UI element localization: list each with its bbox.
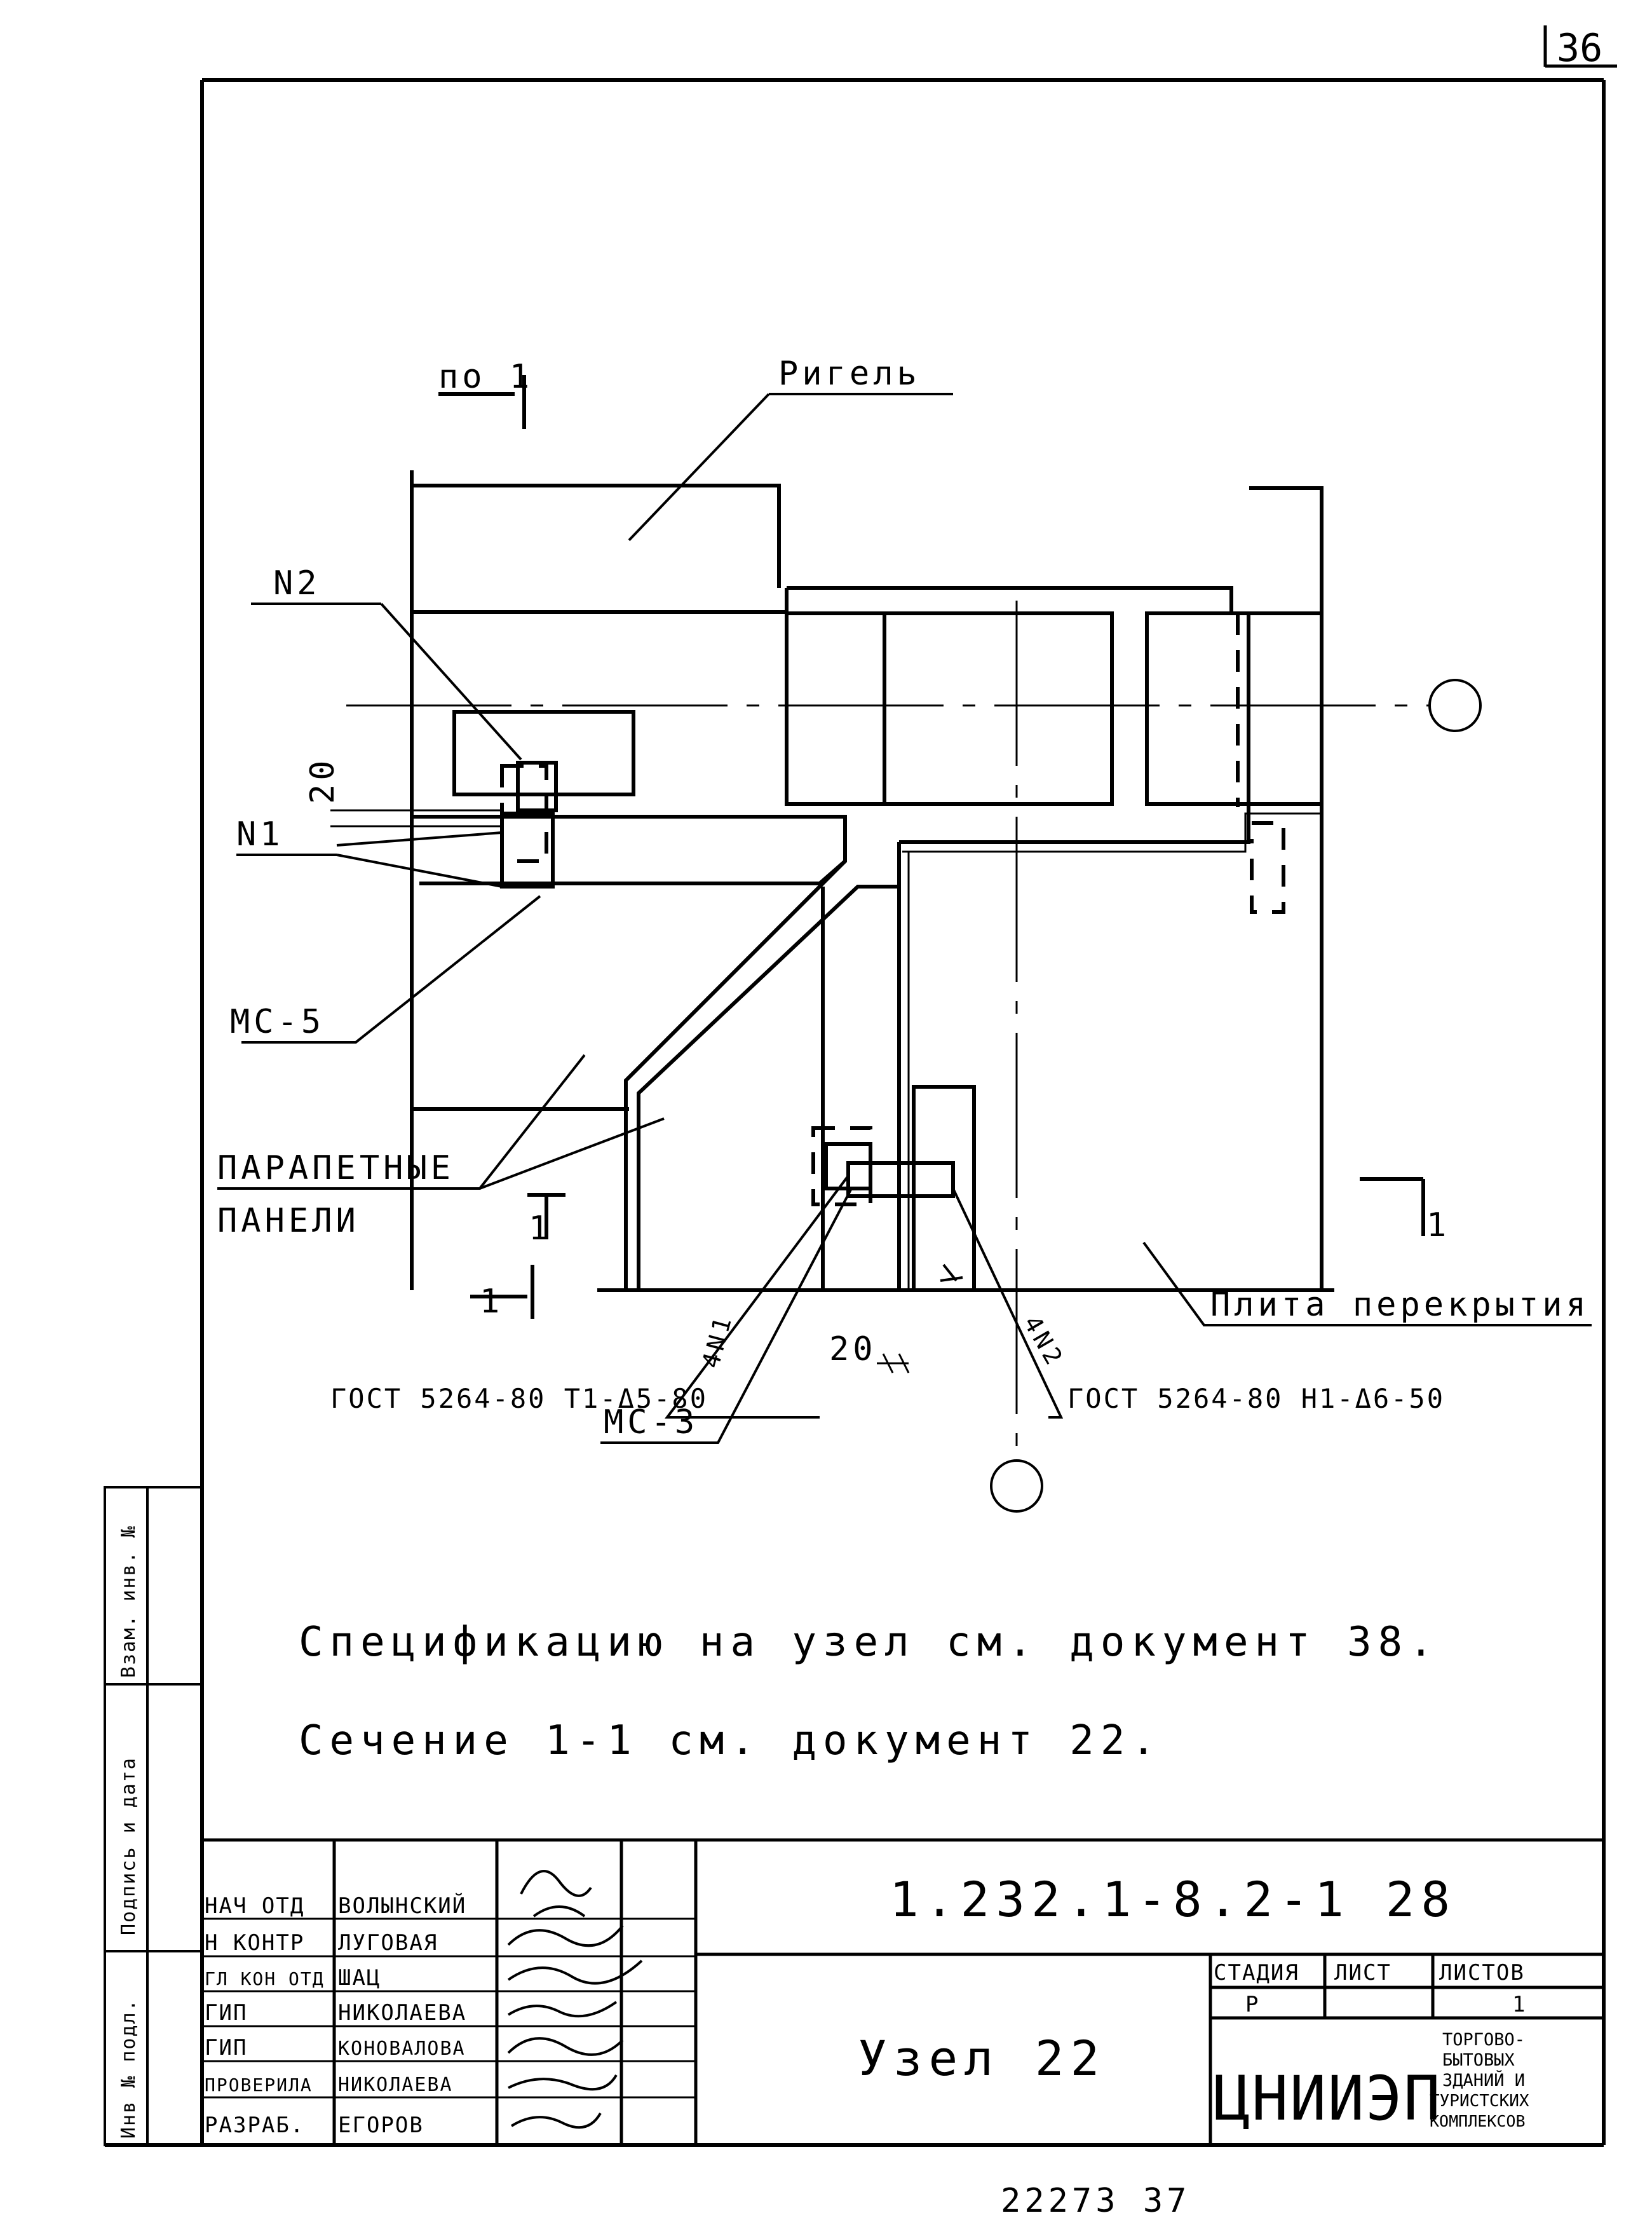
org-subtitle-line: ТОРГОВО-	[1442, 2030, 1525, 2050]
note-specification: Спецификацию на узел см. документ 38.	[299, 1619, 1440, 1666]
label-ms5: МС-5	[230, 1003, 325, 1041]
corner-sheet-number: 36	[1557, 26, 1602, 71]
side-stamp	[104, 1486, 203, 2146]
node-drawing	[410, 470, 1334, 1292]
bottom-stamp: 22273 37	[1001, 2182, 1190, 2220]
label-parapet-1: ПАРАПЕТНЫЕ	[217, 1149, 454, 1187]
label-section-mark-right: 1	[1426, 1206, 1450, 1244]
right-opening	[1145, 611, 1250, 806]
role-label: ПРОВЕРИЛА	[205, 2074, 313, 2095]
signature-2	[507, 1924, 624, 1947]
org-name: ЦНИИЭП	[1214, 2063, 1442, 2134]
label-section-ref: по 1	[438, 358, 533, 396]
sheets-header: ЛИСТОВ	[1439, 1960, 1525, 1985]
drawing-title: Узел 22	[858, 2030, 1106, 2087]
role-name: КОНОВАЛОВА	[338, 2038, 466, 2060]
center-slot	[785, 611, 886, 806]
dimension-20-left	[330, 809, 502, 828]
label-gost-right: ГОСТ 5264-80 Н1-Δ6-50	[1067, 1383, 1445, 1414]
title-block-grid	[202, 1838, 1604, 2145]
embedded-plates	[500, 761, 955, 1198]
signature-6	[508, 2074, 618, 2091]
plate-n1	[500, 812, 555, 889]
label-ms3: МС-3	[604, 1403, 698, 1441]
right-column	[1249, 486, 1324, 1290]
side-stamp-replace-label: Взам. инв. №	[118, 1525, 140, 1678]
side-stamp-inv-label: Инв № подл.	[118, 1998, 140, 2139]
role-label: ГИП	[205, 2000, 247, 2026]
title-block-roles: НАЧ ОТД ВОЛЫНСКИЙ Н КОНТР ЛУГОВАЯ ГЛ КОН…	[205, 1893, 466, 2138]
role-label: ГЛ КОН ОТД	[205, 1968, 325, 1989]
org-subtitle-line: ЗДАНИЙ И	[1442, 2070, 1525, 2090]
label-parapet-2: ПАНЕЛИ	[217, 1202, 360, 1240]
sheet-header: ЛИСТ	[1334, 1960, 1391, 1985]
role-name: ВОЛЫНСКИЙ	[338, 1893, 466, 1919]
stage-header: СТАДИЯ	[1214, 1960, 1299, 1985]
dimension-20-bottom	[877, 1353, 910, 1373]
org-subtitle-line: БЫТОВЫХ	[1442, 2050, 1515, 2070]
side-stamp-sign-label: Подпись и дата	[118, 1757, 140, 1935]
label-rigel: Ригель	[778, 355, 921, 393]
diagonal-outer	[624, 859, 847, 1290]
label-slab: Плита перекрытия	[1210, 1286, 1590, 1324]
signature-3	[507, 1959, 643, 1985]
note-section: Сечение 1-1 см. документ 22.	[299, 1717, 1162, 1764]
label-section-mark-left: 1	[529, 1209, 552, 1248]
label-n2: N2	[273, 564, 321, 603]
slab-lower-block	[912, 1085, 976, 1292]
label-section-mark-bottom: 1	[480, 1283, 503, 1321]
label-dim-20-vertical: 20	[304, 756, 342, 804]
sheets-value: 1	[1512, 1992, 1526, 2017]
label-gost-left: ГОСТ 5264-80 Т1-Δ5-80	[330, 1383, 708, 1414]
slab-top-plate-inner	[902, 812, 1322, 853]
rigel-top-left	[412, 484, 781, 588]
org-subtitle-line: КОМПЛЕКСОВ	[1430, 2112, 1526, 2130]
signature-7	[510, 2112, 602, 2129]
signature-4	[507, 2001, 618, 2018]
center-column-box	[883, 611, 1114, 806]
org-subtitle: ТОРГОВО- БЫТОВЫХ ЗДАНИЙ И ТУРИСТСКИХ КОМ…	[1430, 2030, 1529, 2130]
role-label: РАЗРАБ.	[205, 2113, 304, 2138]
signature-1	[520, 1870, 592, 1917]
role-name: ШАЦ	[338, 1965, 381, 1991]
org-subtitle-line: ТУРИСТСКИХ	[1430, 2092, 1529, 2111]
role-name: НИКОЛАЕВА	[338, 2074, 453, 2096]
plate-ms3-back	[824, 1142, 872, 1190]
axis-lines	[346, 601, 1455, 1462]
label-dim-20-bottom: 20	[829, 1330, 877, 1368]
role-name: ЛУГОВАЯ	[338, 1930, 438, 1956]
axis-bubble-bottom	[990, 1459, 1043, 1513]
role-label: ГИП	[205, 2035, 247, 2060]
role-name: ЕГОРОВ	[338, 2113, 424, 2138]
label-weld-4n1: 4N1	[696, 1311, 738, 1371]
plate-ms3	[846, 1161, 955, 1198]
hidden-lines	[500, 613, 1285, 1206]
signature-scribbles	[507, 1870, 643, 2129]
left-rigel-window	[452, 710, 635, 796]
section-markers	[438, 375, 1425, 1319]
slab-top-plate	[899, 802, 1322, 844]
label-n1: N1	[236, 815, 284, 854]
beam-top-center	[787, 586, 1322, 615]
leader-lines	[217, 393, 1592, 1444]
role-label: НАЧ ОТД	[205, 1893, 304, 1919]
plate-n2	[516, 761, 558, 812]
role-name: НИКОЛАЕВА	[338, 2000, 466, 2026]
doc-number: 1.232.1-8.2-1 28	[890, 1871, 1456, 1928]
stage-value: Р	[1245, 1992, 1259, 2017]
axis-bubble-right	[1428, 679, 1482, 732]
diagonal-inner	[637, 885, 899, 1290]
role-label: Н КОНТР	[205, 1930, 304, 1956]
signature-5	[507, 2037, 624, 2056]
